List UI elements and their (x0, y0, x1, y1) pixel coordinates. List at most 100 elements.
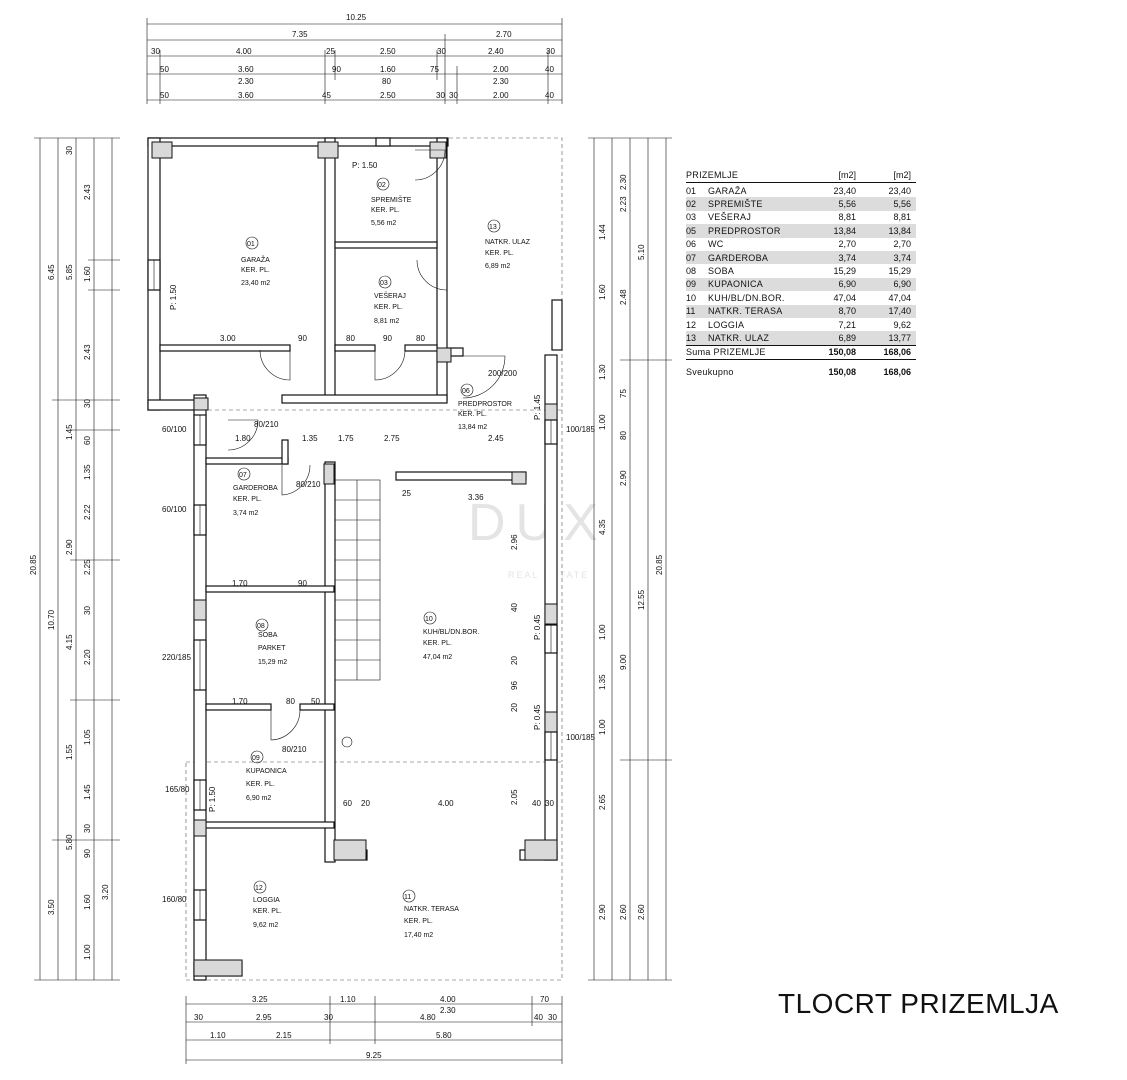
svg-text:NATKR. TERASA: NATKR. TERASA (404, 906, 459, 913)
plan-title: TLOCRT PRIZEMLJA (778, 988, 1059, 1019)
dim-top: 2.50 (380, 91, 396, 100)
row-area-net: 23,40 (833, 185, 856, 196)
svg-text:10: 10 (425, 616, 433, 623)
table-sum-row: Suma PRIZEMLJE 150,08 168,06 (686, 344, 916, 361)
room-loggia: 12 LOGGIA KER. PL. 9,62 m2 (253, 880, 282, 929)
svg-text:KER. PL.: KER. PL. (374, 304, 403, 311)
windows (147, 137, 558, 921)
dim-right: 2.60 (619, 904, 628, 920)
dim-top: 7.35 (292, 30, 308, 39)
svg-text:LOGGIA: LOGGIA (253, 897, 280, 904)
dim-left: 5.85 (65, 264, 74, 280)
svg-text:17,40 m2: 17,40 m2 (404, 932, 433, 939)
svg-text:80: 80 (346, 334, 355, 343)
dim-left: 3.50 (47, 899, 56, 915)
doors (227, 149, 563, 741)
svg-text:2.45: 2.45 (488, 434, 504, 443)
svg-text:90: 90 (298, 334, 307, 343)
dim-left: 3.20 (101, 884, 110, 900)
svg-text:80/210: 80/210 (296, 480, 321, 489)
svg-text:5,56 m2: 5,56 m2 (371, 220, 396, 227)
interior-dimensions: 3.00 90 80 90 80 1.80 1.35 1.75 2.75 2.4… (220, 334, 554, 808)
svg-text:KER. PL.: KER. PL. (485, 250, 514, 257)
row-number: 05 (686, 225, 697, 236)
svg-text:8,81 m2: 8,81 m2 (374, 318, 399, 325)
svg-text:P: 1.50: P: 1.50 (169, 284, 178, 310)
svg-text:30: 30 (545, 799, 554, 808)
dim-right: 2.65 (598, 794, 607, 810)
row-number: 03 (686, 212, 697, 223)
dim-left: 1.60 (83, 266, 92, 282)
dim-top: 25 (326, 47, 335, 56)
row-area-gross: 6,90 (893, 279, 911, 290)
dim-right: 2.90 (598, 904, 607, 920)
dim-bottom: 30 (324, 1013, 333, 1022)
table-header: PRIZEMLJE [m2] [m2] (686, 168, 916, 183)
svg-text:6,90 m2: 6,90 m2 (246, 795, 271, 802)
row-room-name: WC (708, 239, 724, 250)
dim-top: 90 (332, 65, 341, 74)
svg-text:96: 96 (510, 681, 519, 690)
dim-top: 80 (382, 77, 391, 86)
dim-top: 50 (160, 65, 169, 74)
svg-text:03: 03 (380, 280, 388, 287)
svg-text:60/100: 60/100 (162, 425, 187, 434)
svg-text:50: 50 (311, 697, 320, 706)
sum-label: Suma PRIZEMLJE (686, 347, 766, 358)
dim-right: 1.00 (598, 624, 607, 640)
dim-bottom: 5.80 (436, 1031, 452, 1040)
row-number: 11 (686, 306, 696, 317)
dim-left: 90 (83, 849, 92, 858)
dim-left: 1.60 (83, 894, 92, 910)
dim-right: 1.00 (598, 414, 607, 430)
dim-top: 30 (151, 47, 160, 56)
svg-text:25: 25 (402, 489, 411, 498)
svg-text:80: 80 (286, 697, 295, 706)
row-number: 13 (686, 332, 697, 343)
room-natkr-ulaz: 13 NATKR. ULAZ KER. PL. 6,89 m2 (485, 219, 531, 270)
svg-text:20: 20 (361, 799, 370, 808)
svg-text:KER. PL.: KER. PL. (404, 918, 433, 925)
dim-right: 1.00 (598, 719, 607, 735)
row-room-name: PREDPROSTOR (708, 225, 781, 236)
row-area-net: 3,74 (838, 252, 856, 263)
row-area-net: 5,56 (838, 199, 856, 210)
room-spremiste: 02 SPREMIŠTE KER. PL. 5,56 m2 (371, 177, 412, 227)
table-total-row: Sveukupno 150,08 168,06 (686, 365, 916, 378)
dim-top: 30 (546, 47, 555, 56)
row-area-net: 47,04 (833, 292, 856, 303)
svg-text:20: 20 (510, 703, 519, 712)
row-area-net: 13,84 (833, 225, 856, 236)
svg-text:P: 1.50: P: 1.50 (208, 786, 217, 812)
svg-text:SOBA: SOBA (258, 632, 278, 639)
svg-text:3.00: 3.00 (220, 334, 236, 343)
dim-bottom: 30 (548, 1013, 557, 1022)
row-area-gross: 8,81 (893, 212, 911, 223)
dim-top: 4.00 (236, 47, 252, 56)
row-room-name: GARAŽA (708, 185, 747, 196)
row-number: 09 (686, 279, 697, 290)
bottom-dimensions: 3.25 1.10 4.00 70 2.30 30 2.95 30 4.80 4… (185, 995, 563, 1064)
svg-text:13,84 m2: 13,84 m2 (458, 424, 487, 431)
svg-text:13: 13 (489, 224, 497, 231)
svg-text:2.75: 2.75 (384, 434, 400, 443)
dim-right: 12.55 (637, 589, 646, 610)
row-area-gross: 5,56 (893, 199, 911, 210)
svg-text:100/185: 100/185 (566, 733, 595, 742)
left-dimensions: 20.85 6.45 10.70 3.50 30 5.85 1.45 2.90 … (29, 137, 120, 981)
row-room-name: KUH/BL/DN.BOR. (708, 292, 785, 303)
dim-bottom: 3.25 (252, 995, 268, 1004)
svg-text:KER. PL.: KER. PL. (233, 496, 262, 503)
row-area-gross: 13,77 (888, 332, 911, 343)
svg-text:2.05: 2.05 (510, 789, 519, 805)
watermark-logo: DUX (468, 494, 608, 552)
dim-top: 50 (160, 91, 169, 100)
dim-left: 5.80 (65, 834, 74, 850)
dim-top: 45 (322, 91, 331, 100)
dim-right: 4.35 (598, 519, 607, 535)
